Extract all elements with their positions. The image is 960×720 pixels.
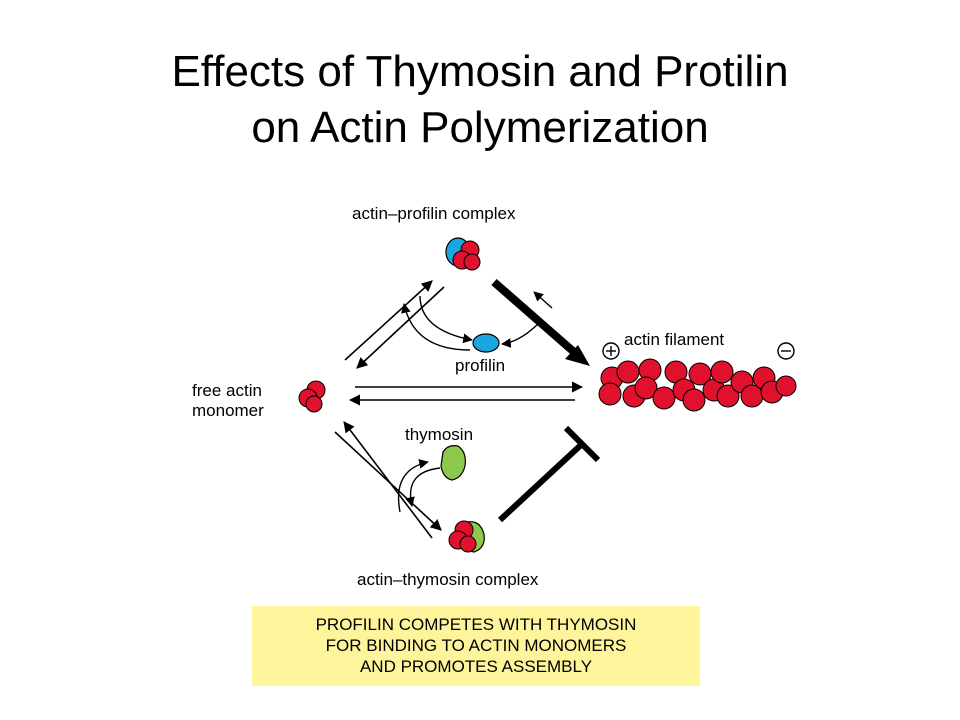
- label-free-actin: free actin: [192, 381, 262, 400]
- plus-end-icon: [602, 342, 620, 360]
- curved-arrow-thymosin-bind: [405, 467, 441, 507]
- curved-arrow-profilin-release: [419, 295, 473, 344]
- curved-arrow-profilin-bind: [401, 303, 471, 351]
- inhibition-line: [497, 441, 585, 523]
- caption-box: PROFILIN COMPETES WITH THYMOSIN FOR BIND…: [252, 606, 700, 686]
- inhibition-bar: [563, 425, 601, 463]
- actin-profilin-complex-icon: [445, 237, 481, 271]
- arrow-thymosin-complex-to-monomer: [343, 421, 433, 539]
- caption-line-2: FOR BINDING TO ACTIN MONOMERS: [325, 636, 627, 655]
- caption-line-3: AND PROMOTES ASSEMBLY: [359, 657, 593, 676]
- small-arrow-filament-to-complex: [533, 291, 553, 309]
- free-actin-monomer-icon: [298, 380, 326, 413]
- caption-line-1: PROFILIN COMPETES WITH THYMOSIN: [315, 615, 637, 634]
- minus-end-icon: [777, 342, 795, 360]
- label-actin-profilin-complex: actin–profilin complex: [352, 204, 516, 223]
- thick-arrow-complex-to-filament: [491, 278, 577, 356]
- curved-arrow-profilin-return: [501, 321, 541, 348]
- title-line-2: on Actin Polymerization: [251, 103, 709, 152]
- label-thymosin: thymosin: [405, 425, 474, 444]
- label-actin-filament: actin filament: [624, 330, 725, 349]
- slide-title: Effects of Thymosin and Protilin on Acti…: [0, 44, 960, 156]
- thick-arrow-head: [565, 345, 590, 366]
- thymosin-icon: [440, 445, 466, 481]
- arrow-monomer-to-complex: [344, 280, 433, 361]
- actin-filament-icon: [598, 358, 797, 412]
- label-actin-thymosin-complex: actin–thymosin complex: [357, 570, 539, 589]
- title-line-1: Effects of Thymosin and Protilin: [171, 47, 789, 96]
- actin-thymosin-complex-icon: [448, 520, 485, 553]
- arrow-complex-to-monomer: [356, 286, 445, 369]
- profilin-icon: [472, 333, 500, 353]
- curved-arrow-thymosin-release: [397, 459, 429, 513]
- label-monomer: monomer: [192, 401, 264, 420]
- label-profilin: profilin: [455, 356, 506, 375]
